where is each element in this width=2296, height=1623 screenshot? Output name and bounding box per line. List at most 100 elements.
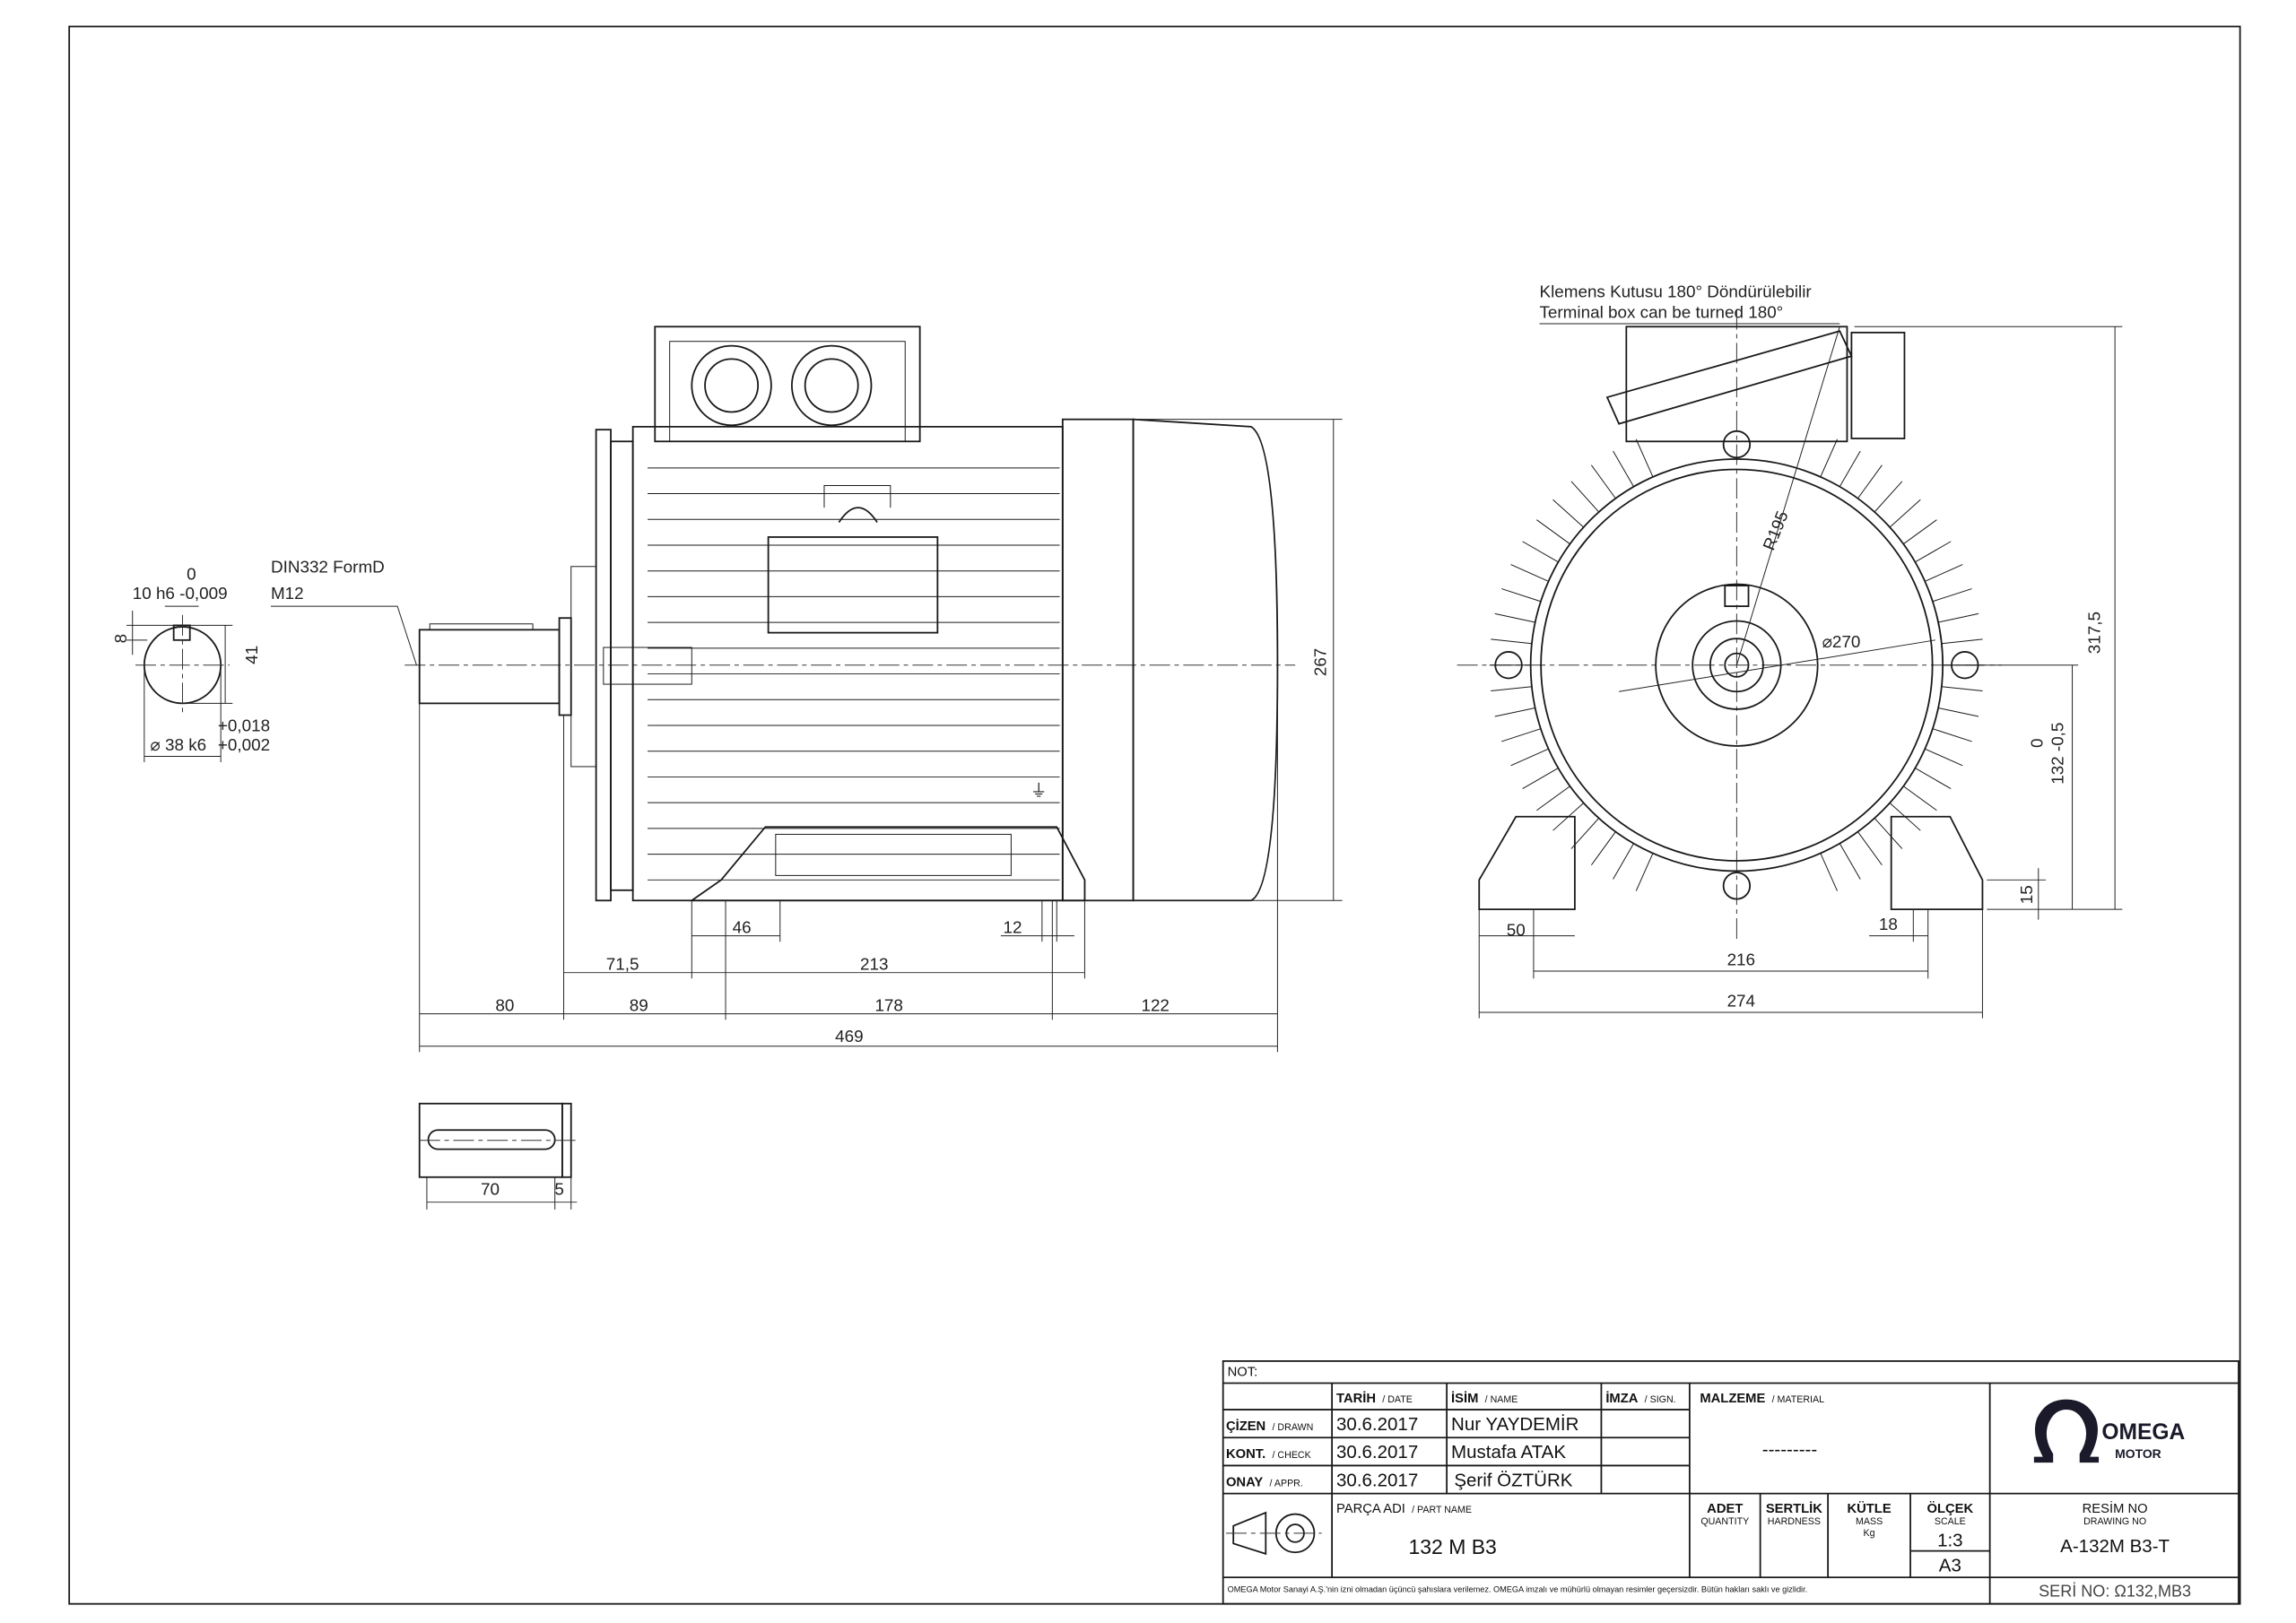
drawn-date: 30.6.2017 (1336, 1414, 1418, 1435)
cooling-fin (1494, 707, 1535, 717)
front-view: Klemens Kutusu 180° Döndürülebilir Termi… (1457, 282, 2123, 1019)
logo-name: OMEGA (2101, 1420, 2185, 1445)
cooling-fin (1570, 481, 1600, 513)
cooling-fin (1938, 707, 1979, 717)
cooling-fin (1941, 638, 1983, 645)
dim-total-length: 469 (835, 1027, 863, 1046)
dim-hole-spacing: 216 (1727, 950, 1755, 968)
cooling-fin (1902, 785, 1937, 812)
cable-gland (691, 344, 772, 427)
drawing-border (68, 25, 2241, 1605)
dim-key-offset: 5 (554, 1179, 564, 1198)
foot (689, 826, 1086, 902)
cooling-fin (1510, 748, 1549, 767)
dim-shaft-height-tol: 0 (2028, 738, 2047, 748)
terminal-box-front (1625, 325, 1848, 443)
terminal-note-en: Terminal box can be turned 180° (1540, 302, 1784, 321)
cooling-fin (1874, 818, 1903, 849)
drawing-no-header: RESİM NO (2083, 1500, 2148, 1516)
foot-right (1890, 815, 1984, 911)
key-slot (172, 624, 191, 641)
dim-122: 122 (1141, 995, 1169, 1014)
shaft-end (1709, 638, 1764, 693)
material-value: --------- (1762, 1439, 1817, 1460)
dim-radius: R195 (1759, 508, 1791, 553)
cooling-fin (1536, 519, 1570, 545)
dim-shaft-height: 132 -0,5 (2048, 723, 2067, 785)
thread-size-label: M12 (271, 584, 304, 603)
cooling-fin (1635, 853, 1654, 891)
quantity-header: ADET (1707, 1502, 1743, 1516)
shaft (418, 629, 561, 705)
nameplate (767, 536, 939, 634)
fan-cover (1132, 418, 1279, 902)
cooling-fin (1491, 686, 1532, 692)
cooling-fin (1613, 843, 1634, 880)
check-date: 30.6.2017 (1336, 1442, 1418, 1462)
cooling-fin (1839, 450, 1861, 488)
copyright-notice: OMEGA Motor Sanayi A.Ş.'nin izni olmadan… (1228, 1585, 1808, 1594)
dim-foot-width: 46 (733, 917, 752, 936)
cable-gland (790, 344, 873, 427)
approve-role: ONAY / APPR. (1226, 1464, 1303, 1491)
cooling-fin (1938, 612, 1979, 623)
scale-value: 1:3 (1937, 1531, 1963, 1551)
lifting-eye (838, 507, 878, 524)
cooling-fin (1570, 818, 1600, 849)
cooling-fin (1820, 853, 1838, 891)
shaft-diameter-dim: ⌀ 38 k6 (150, 735, 206, 754)
dia-tol-lower: +0,002 (218, 735, 270, 754)
cooling-fin (1552, 499, 1584, 528)
cable-gland-side (1850, 331, 1906, 439)
scale-header: ÖLÇEK (1927, 1501, 1974, 1516)
serial-number: SERİ NO: Ω132,MB3 (2039, 1582, 2191, 1600)
cooling-fin (1635, 438, 1654, 478)
cooling-fin (1857, 831, 1883, 866)
dim-height: 267 (1311, 648, 1330, 676)
end-shield (1061, 418, 1135, 902)
mass-header: KÜTLE (1847, 1501, 1891, 1516)
projection-symbol-icon (1225, 1511, 1322, 1556)
dim-foot-width-front: 50 (1507, 921, 1526, 940)
cooling-fin (1522, 768, 1559, 789)
cooling-fin (1932, 588, 1972, 603)
key-width-dim: 10 h6 -0,009 (133, 584, 228, 603)
cooling-fin (1491, 638, 1532, 645)
name-header: İSİM / NAME (1451, 1381, 1518, 1408)
center-hole-label: DIN332 FormD (271, 557, 385, 576)
cooling-fin (1510, 564, 1549, 582)
drawn-role: ÇİZEN / DRAWN (1226, 1409, 1313, 1436)
cooling-fin (1820, 438, 1838, 478)
dim-foot-height: 15 (2017, 885, 2036, 904)
cooling-fin (1889, 499, 1921, 528)
cooling-fin (1932, 728, 1972, 742)
cooling-fin (1501, 728, 1542, 742)
approve-name: Şerif ÖZTÜRK (1454, 1470, 1572, 1490)
dim-213: 213 (860, 954, 888, 973)
cooling-fin (1915, 541, 1952, 563)
drawn-name: Nur YAYDEMİR (1451, 1414, 1578, 1435)
check-role: KONT. / CHECK (1226, 1436, 1311, 1463)
dim-flange-diameter: ⌀270 (1822, 632, 1861, 651)
cooling-fin (1902, 519, 1937, 545)
ground-symbol: ⏚ (1031, 781, 1048, 800)
dim-178: 178 (874, 995, 902, 1014)
date-header: TARİH / DATE (1336, 1381, 1413, 1408)
title-block: NOT: TARİH / DATE İSİM / NAME İMZA / SIG… (1222, 1360, 2239, 1605)
logo-sub: MOTOR (2115, 1446, 2161, 1461)
dim-71-5: 71,5 (606, 954, 639, 973)
motor-frame (631, 425, 1064, 902)
dim-key-length: 70 (481, 1179, 500, 1198)
hardness-header: SERTLİK (1766, 1501, 1822, 1516)
foot-left (1478, 815, 1576, 911)
key-view: 70 5 (418, 1102, 578, 1210)
side-view: DIN332 FormD M12 ⏚ (270, 325, 1343, 1053)
quantity-sub: QUANTITY (1700, 1516, 1749, 1527)
cooling-fin (1874, 481, 1903, 513)
omega-motor-logo: OMEGA MOTOR (2033, 1399, 2186, 1463)
dim-80: 80 (495, 995, 514, 1014)
bearing-hub (1655, 583, 1819, 747)
mass-sub: MASS (1856, 1516, 1883, 1527)
drawing-number: A-132M B3-T (2060, 1536, 2170, 1557)
